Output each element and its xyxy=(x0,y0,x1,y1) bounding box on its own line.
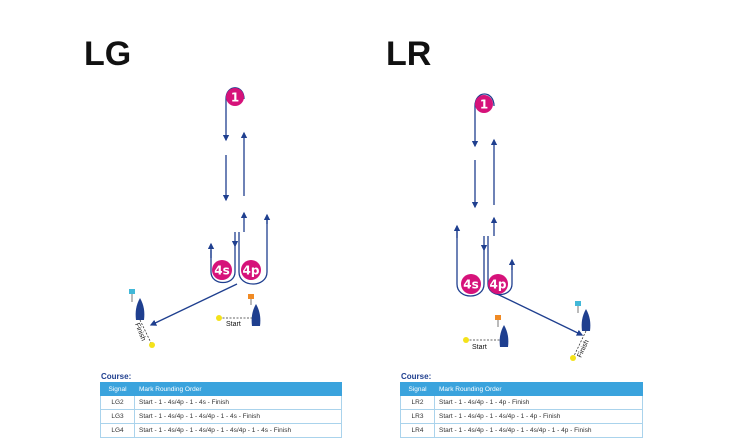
lr-finish-boat xyxy=(575,301,591,331)
lr-diagram: LR 1 4s 4p Start xyxy=(386,35,591,361)
lg-course-heading: Course: xyxy=(101,372,132,381)
table-row: LR2 Start - 1 - 4s/4p - 1 - 4p - Finish xyxy=(400,395,643,410)
table-row: LR4 Start - 1 - 4s/4p - 1 - 4s/4p - 1 - … xyxy=(400,423,643,438)
table-row: LG4 Start - 1 - 4s/4p - 1 - 4s/4p - 1 - … xyxy=(100,423,342,438)
lg-start-boat xyxy=(248,294,261,326)
lg-route-loop-4p xyxy=(238,218,268,285)
lg-start-flag xyxy=(248,294,254,299)
lg-start-buoy xyxy=(216,315,222,321)
lr-signal-cell: LR2 xyxy=(400,395,435,410)
lr-start-buoy xyxy=(463,337,469,343)
lr-route-loop-4p xyxy=(487,236,513,296)
lr-finish-flag xyxy=(575,301,581,306)
lr-start-label: Start xyxy=(472,344,487,351)
lg-order-cell: Start - 1 - 4s/4p - 1 - 4s/4p - 1 - 4s -… xyxy=(134,409,342,424)
lg-mark-4s: 4s xyxy=(212,260,232,280)
lg-start-line: Start xyxy=(216,315,252,328)
lr-signal-cell: LR3 xyxy=(400,409,435,424)
lg-route-loop-4s xyxy=(210,243,236,284)
lg-finish-label: Finish xyxy=(133,322,147,342)
lr-mark-1: 1 xyxy=(475,95,493,113)
lg-route-lines xyxy=(149,87,271,326)
lg-table-header-row: Signal Mark Rounding Order xyxy=(100,382,342,396)
lr-finish-buoy xyxy=(570,355,576,361)
lr-route-lines xyxy=(453,93,584,336)
lr-route-loop-4s xyxy=(456,228,485,297)
lr-order-cell: Start - 1 - 4s/4p - 1 - 4s/4p - 1 - 4s/4… xyxy=(434,423,643,438)
lr-start-line: Start xyxy=(463,337,500,351)
table-row: LG3 Start - 1 - 4s/4p - 1 - 4s/4p - 1 - … xyxy=(100,409,342,424)
lr-finish-line: Finish xyxy=(570,330,591,361)
lr-signal-cell: LR4 xyxy=(400,423,435,438)
lr-col-signal: Signal xyxy=(400,382,435,396)
lr-order-cell: Start - 1 - 4s/4p - 1 - 4s/4p - 1 - 4p -… xyxy=(434,409,643,424)
lg-mark-1: 1 xyxy=(226,88,244,106)
lr-course-table: Signal Mark Rounding Order LR2 Start - 1… xyxy=(400,382,643,438)
svg-text:4p: 4p xyxy=(490,278,507,292)
lg-course-table: Signal Mark Rounding Order LG2 Start - 1… xyxy=(100,382,342,438)
lg-title: LG xyxy=(84,35,131,73)
lr-route-to-finish xyxy=(494,292,584,336)
lg-order-cell: Start - 1 - 4s/4p - 1 - 4s - Finish xyxy=(134,395,342,410)
lr-table-header-row: Signal Mark Rounding Order xyxy=(400,382,643,396)
lg-col-rounding: Mark Rounding Order xyxy=(134,382,342,396)
svg-text:4s: 4s xyxy=(463,278,479,292)
lg-finish-flag xyxy=(129,289,135,294)
table-row: LR3 Start - 1 - 4s/4p - 1 - 4s/4p - 1 - … xyxy=(400,409,643,424)
svg-text:1: 1 xyxy=(480,98,488,112)
lr-mark-4p: 4p xyxy=(488,274,508,294)
lg-mark-4p: 4p xyxy=(241,260,261,280)
lr-start-boat xyxy=(495,315,509,347)
lg-signal-cell: LG4 xyxy=(100,423,135,438)
lg-route-to-finish xyxy=(149,283,238,326)
lr-order-cell: Start - 1 - 4s/4p - 1 - 4p - Finish xyxy=(434,395,643,410)
lr-start-flag xyxy=(495,315,501,320)
lg-col-signal: Signal xyxy=(100,382,135,396)
lg-diagram: LG 1 4s 4p xyxy=(84,35,271,348)
lg-start-label: Start xyxy=(226,321,241,328)
svg-text:4p: 4p xyxy=(243,264,260,278)
lr-mark-4s: 4s xyxy=(461,274,481,294)
lg-finish-buoy xyxy=(149,342,155,348)
lr-col-rounding: Mark Rounding Order xyxy=(434,382,643,396)
svg-text:1: 1 xyxy=(231,91,239,105)
lr-course-heading: Course: xyxy=(401,372,432,381)
lg-order-cell: Start - 1 - 4s/4p - 1 - 4s/4p - 1 - 4s/4… xyxy=(134,423,342,438)
svg-text:4s: 4s xyxy=(214,264,230,278)
lg-finish-boat xyxy=(129,289,145,320)
lg-signal-cell: LG3 xyxy=(100,409,135,424)
lr-title: LR xyxy=(386,35,431,73)
lr-finish-label: Finish xyxy=(576,339,590,359)
table-row: LG2 Start - 1 - 4s/4p - 1 - 4s - Finish xyxy=(100,395,342,410)
lg-signal-cell: LG2 xyxy=(100,395,135,410)
